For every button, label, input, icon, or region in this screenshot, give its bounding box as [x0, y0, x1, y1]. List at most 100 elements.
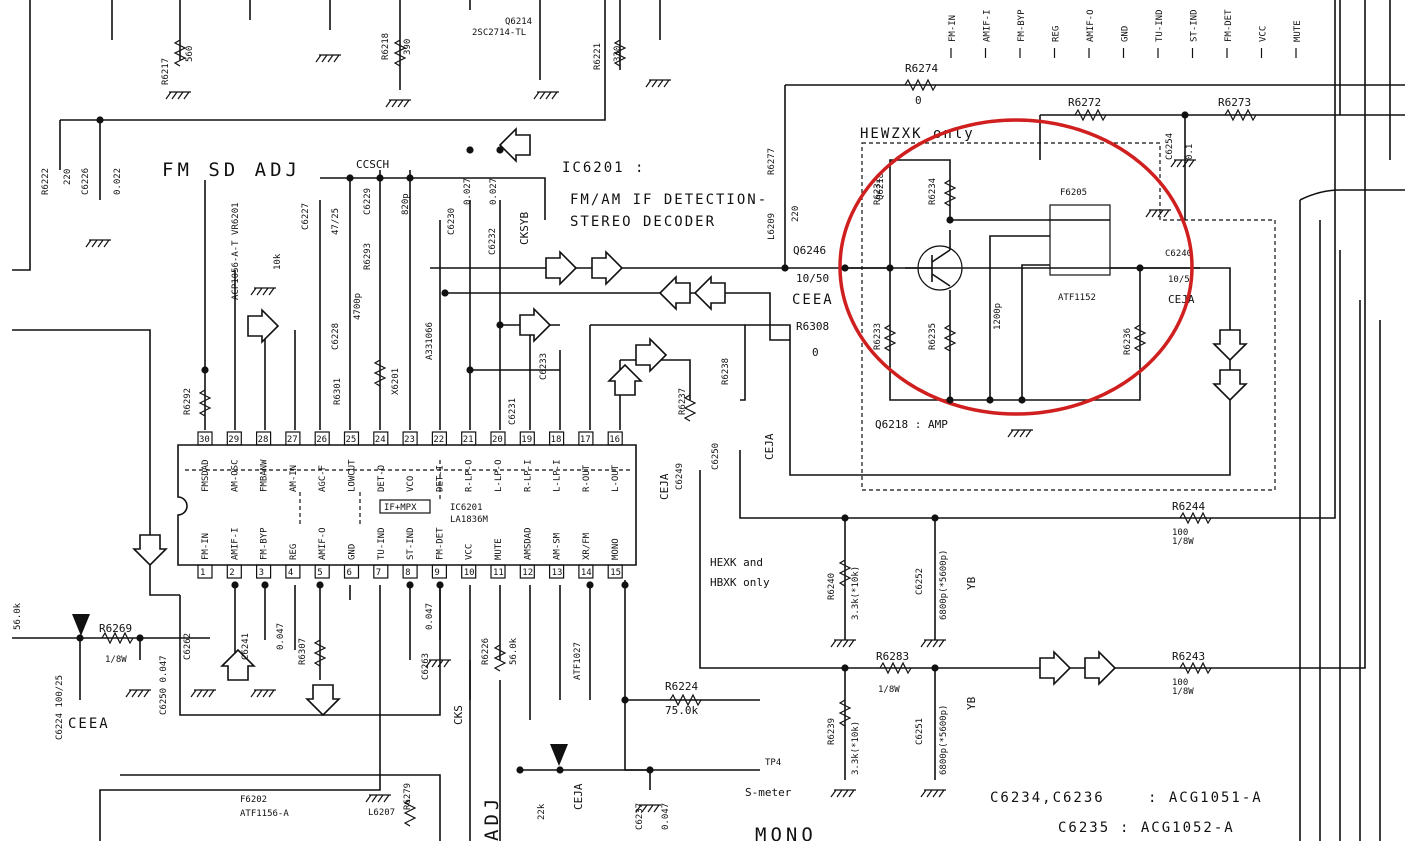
ic-pin-number: 21	[463, 435, 474, 445]
resistor-icon	[313, 639, 327, 667]
ic-pin-box	[343, 564, 360, 579]
ic-pin-name: AMIF-I	[230, 527, 240, 560]
ic-pin-number: 5	[317, 568, 322, 578]
resistor-icon	[943, 324, 957, 352]
ic-pin-box	[548, 564, 565, 579]
r6240-label: R6240	[827, 573, 837, 600]
r6224-label: R6224	[665, 680, 698, 693]
ic-pin-name: FMBANW	[260, 459, 270, 492]
junction-dot	[406, 174, 414, 182]
junction-dot	[261, 581, 269, 589]
resistor-icon	[1179, 661, 1212, 675]
tp4-label: TP4	[765, 758, 781, 768]
ground-icon	[365, 794, 391, 803]
ic-pin-box	[461, 564, 477, 579]
ground-icon	[250, 287, 276, 296]
resistor-icon	[883, 324, 897, 352]
ground-icon	[385, 99, 411, 108]
connector-label: AMIF-O	[1086, 9, 1096, 42]
r6277-label: R6277	[767, 148, 777, 175]
junction-dot	[466, 366, 474, 374]
ic-pin-box	[373, 564, 389, 579]
q6218-label: Q6218	[876, 173, 886, 200]
ic-pins: 30FMSDAD29AM-OSC28FMBANW27AM-IN26AGC-F25…	[197, 431, 623, 579]
ic-pin-number: 14	[581, 568, 592, 578]
ic-pin-name: AM-SM	[553, 532, 563, 560]
resistor-icon	[198, 389, 212, 417]
resistor-icon	[879, 661, 912, 675]
c6241-value: 0.047	[276, 623, 286, 650]
ic6201-body: IF+MPX IC6201 LA1836M	[177, 444, 637, 566]
ceea-label: CEEA	[792, 292, 834, 308]
resistor-icon	[669, 693, 702, 707]
ic-pin-box	[314, 431, 330, 446]
ic-pin-box	[314, 564, 330, 579]
ic-pin-name: XR/FM	[582, 532, 592, 560]
junction-dots	[76, 111, 1189, 774]
c6232-label: C6232	[488, 228, 498, 255]
ic-pin-name: FM-BYP	[260, 527, 270, 560]
x6201-part: A331066	[425, 322, 435, 360]
ic-pin-name: R-LP-I	[523, 459, 533, 492]
q6214-label: Q6214	[505, 17, 532, 27]
junction-dot	[231, 581, 239, 589]
junction-dot	[946, 396, 954, 404]
ic-pin-number: 26	[316, 435, 327, 445]
resistor-icon	[373, 359, 387, 387]
yb-label-1: YB	[965, 576, 978, 590]
ic-pin-number: 10	[464, 568, 475, 578]
ceea-label-2: CEEA	[68, 716, 110, 732]
r6226-label: R6226	[481, 638, 491, 665]
l6209-label: L6209	[767, 213, 777, 240]
resistor-icon	[493, 644, 507, 672]
r6243-watt: 1/8W	[1172, 687, 1194, 697]
ic-pin-box	[578, 564, 594, 579]
r6279-label: R6279	[403, 783, 413, 810]
ic-pin-name: DET-I	[435, 465, 445, 492]
ic-pin-name: TU-IND	[377, 527, 387, 560]
v56k-label: 56.0k	[13, 602, 23, 630]
c6226-label: C6226	[81, 168, 91, 195]
ic-pin-number: 29	[228, 435, 239, 445]
ic-name-label: IC6201	[450, 503, 483, 513]
ground-icon	[830, 639, 856, 648]
resistor-icon	[1224, 108, 1257, 122]
c6227-value: 47/25	[331, 208, 341, 235]
junction-dot	[1018, 396, 1026, 404]
ic-pin-box	[402, 431, 418, 446]
ic-pin-box	[256, 564, 272, 579]
ic-pin-name: FM-IN	[201, 533, 211, 560]
junction-dot	[466, 146, 474, 154]
signal-arrows	[72, 127, 1248, 766]
r6226-value: 56.0k	[509, 637, 519, 665]
ceja-label: CEJA	[1168, 293, 1195, 306]
red-highlight-circle	[838, 118, 1194, 416]
ground-icon	[125, 689, 151, 698]
ceja-label-2: CEJA	[763, 433, 776, 460]
hexk-label: HEXK and	[710, 556, 763, 569]
ic-desc-line2: STEREO DECODER	[570, 214, 716, 230]
junction-dot	[621, 581, 629, 589]
ic-pin-number: 30	[199, 435, 210, 445]
c6224-label: C6224 100/25	[55, 675, 65, 740]
ic-pin-number: 4	[288, 568, 293, 578]
r6292-label: R6292	[183, 388, 193, 415]
ic-pin-box	[285, 431, 301, 446]
connector-label: VCC	[1259, 26, 1269, 42]
ic-pin-name: REG	[289, 544, 299, 560]
ic-pin-number: 28	[258, 435, 269, 445]
junction-dot	[1181, 111, 1189, 119]
r6293-label: R6293	[363, 243, 373, 270]
r6308-label: R6308	[796, 320, 829, 333]
yb-label-2: YB	[965, 696, 978, 710]
connector-label: MUTE	[1293, 20, 1303, 42]
ic-pin-box	[519, 564, 535, 579]
ground-icon	[85, 239, 111, 248]
ic-pin-number: 6	[347, 568, 352, 578]
junction-dot	[946, 216, 954, 224]
ic-pin-name: AM-OSC	[230, 459, 240, 492]
c6230-value: 0.027	[463, 178, 473, 205]
c6252-value: 6800p(*5600p)	[939, 550, 949, 620]
note2-parts: C6235	[1058, 820, 1110, 836]
ic-pin-box	[402, 564, 418, 579]
